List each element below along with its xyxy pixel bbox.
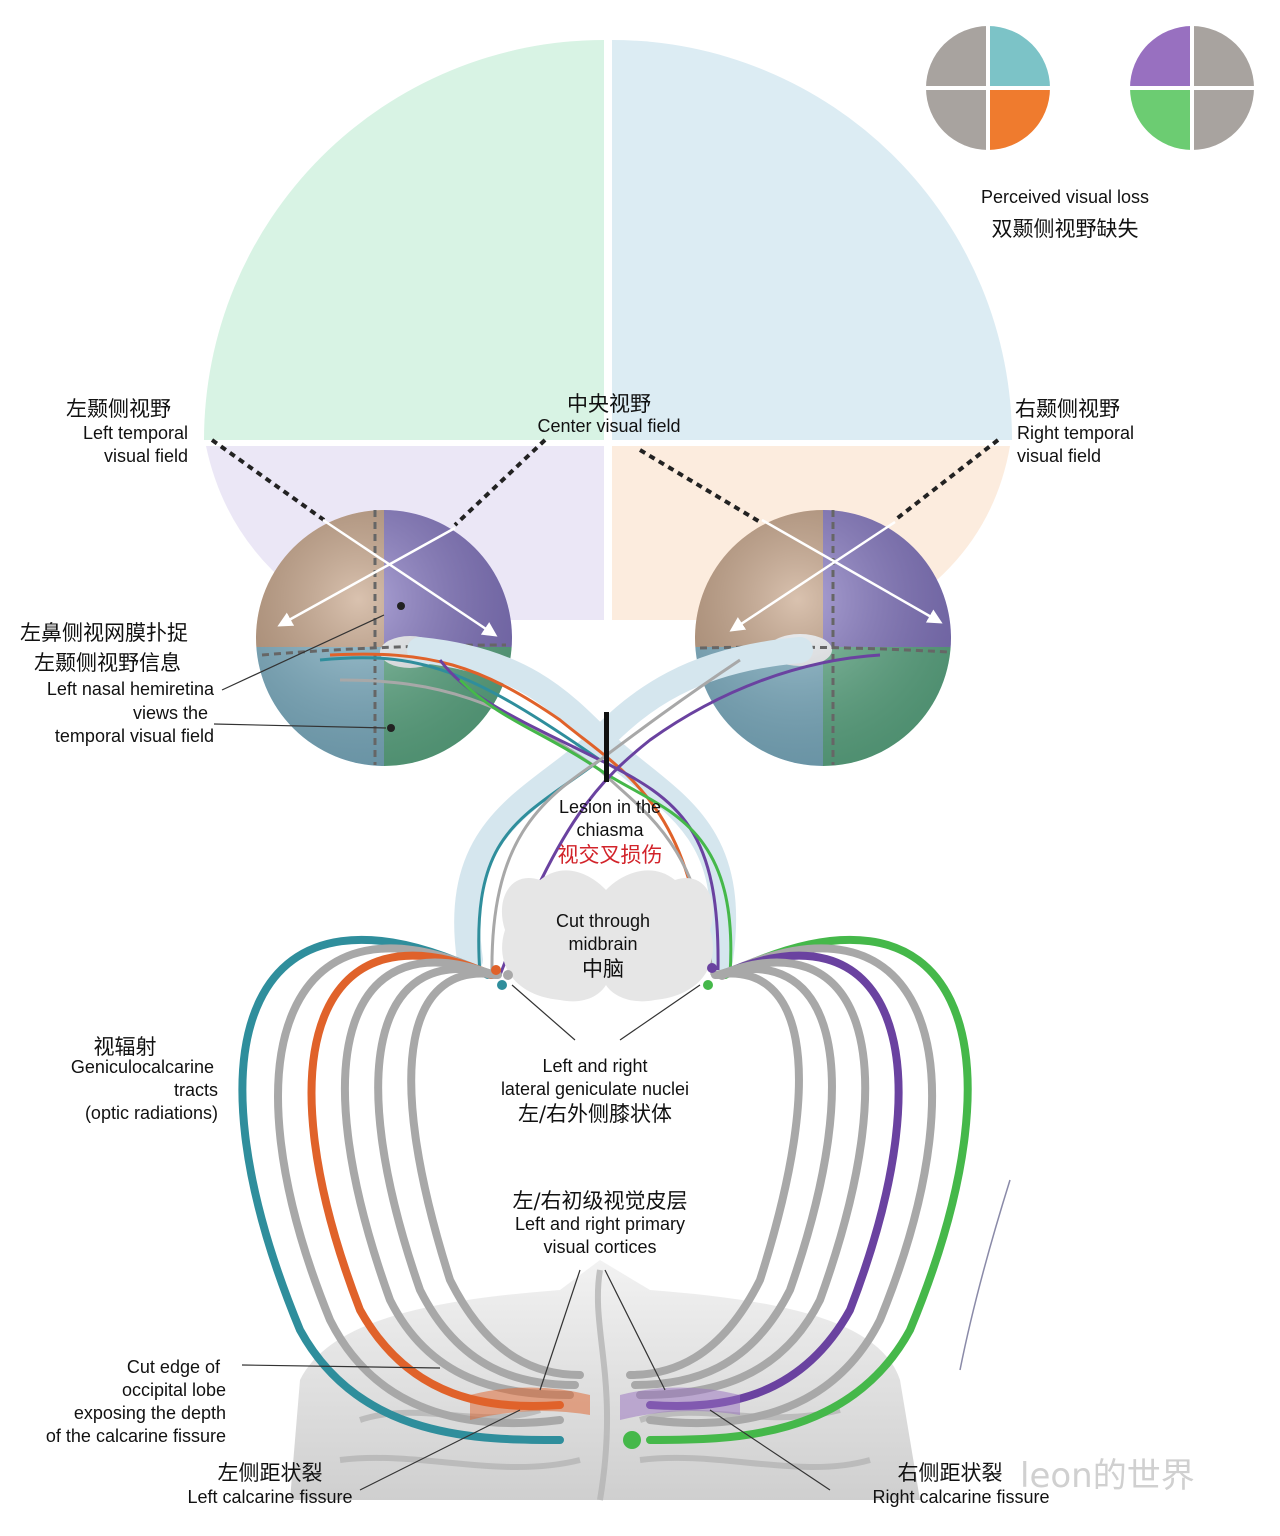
midbrain-zh: 中脑	[582, 957, 624, 981]
lesion-zh: 视交叉损伤	[557, 843, 663, 867]
leader-lines	[213, 614, 831, 1491]
lesion-en1: Lesion in the	[558, 797, 662, 817]
left-temporal-en1: Left temporal	[82, 423, 188, 443]
nasal-hemiretina-en1: Left nasal hemiretina	[46, 679, 214, 699]
sight-lines	[210, 438, 1000, 527]
occipital-en1: Cut edge of	[126, 1357, 220, 1377]
lesion-en2: chiasma	[576, 820, 644, 840]
calcarine-regions	[470, 1387, 740, 1449]
right-temporal-en2: visual field	[1017, 446, 1102, 466]
nasal-hemiretina-zh2: 左颞侧视野信息	[34, 651, 181, 675]
lgn-en2: lateral geniculate nuclei	[500, 1079, 690, 1099]
center-field-en: Center visual field	[537, 416, 681, 436]
occipital-en2: occipital lobe	[121, 1380, 226, 1400]
left-temporal-en2: visual field	[103, 446, 188, 466]
artist-signature	[959, 1179, 1011, 1371]
occipital-en3: exposing the depth	[73, 1403, 226, 1423]
cortex-en1: Left and right primary	[514, 1214, 686, 1234]
watermark-text: leon的世界	[1020, 1456, 1195, 1496]
midbrain-section	[501, 870, 714, 1002]
right-calcarine-en: Right calcarine fissure	[872, 1487, 1050, 1507]
upper-left-field	[204, 40, 604, 440]
chiasm-lesion-bar	[604, 712, 609, 782]
lateral-geniculate-nuclei	[491, 963, 727, 990]
perceived-loss-right-icon	[1130, 26, 1254, 150]
optic-radiation-en1: Geniculocalcarine	[70, 1057, 214, 1077]
optic-radiation-en3: (optic radiations)	[84, 1103, 218, 1123]
cortex-en2: visual cortices	[543, 1237, 657, 1257]
optic-radiation-zh: 视辐射	[93, 1035, 157, 1059]
midbrain-en1: Cut through	[555, 911, 651, 931]
midbrain-en2: midbrain	[568, 934, 638, 954]
nasal-hemiretina-en3: temporal visual field	[54, 726, 214, 746]
perceived-loss-left-icon	[926, 26, 1050, 150]
center-field-zh: 中央视野	[567, 392, 651, 416]
right-temporal-en1: Right temporal	[1017, 423, 1135, 443]
upper-right-field	[612, 40, 1012, 440]
right-calcarine-zh: 右侧距状裂	[897, 1461, 1003, 1485]
chiasm-fibers	[319, 652, 881, 976]
optic-radiation-en2: tracts	[173, 1080, 218, 1100]
perceived-loss-en: Perceived visual loss	[980, 187, 1150, 207]
lgn-zh: 左/右外侧膝状体	[517, 1102, 673, 1126]
perceived-loss-zh: 双颞侧视野缺失	[991, 217, 1139, 241]
left-calcarine-en: Left calcarine fissure	[187, 1487, 353, 1507]
left-calcarine-zh: 左侧距状裂	[217, 1461, 323, 1485]
right-temporal-zh: 右颞侧视野	[1015, 397, 1120, 421]
nasal-hemiretina-zh1: 左鼻侧视网膜扑捉	[20, 621, 188, 645]
cortex-zh: 左/右初级视觉皮层	[512, 1189, 688, 1213]
nasal-hemiretina-en2: views the	[132, 703, 208, 723]
left-eye	[256, 510, 512, 766]
left-temporal-zh: 左颞侧视野	[66, 397, 171, 421]
lgn-en1: Left and right	[542, 1056, 648, 1076]
right-optic-radiation	[626, 935, 972, 1444]
occipital-en4: of the calcarine fissure	[45, 1426, 226, 1446]
